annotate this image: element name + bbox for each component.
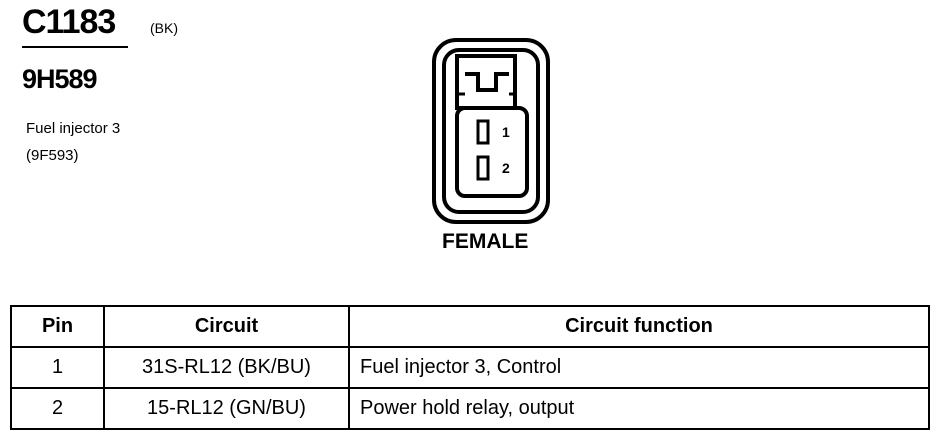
connector-color-code: (BK) (150, 20, 178, 36)
header-circuit: Circuit (103, 305, 350, 348)
cell-pin: 1 (10, 346, 105, 389)
cell-circuit: 15-RL12 (GN/BU) (103, 387, 350, 430)
part-number: 9H589 (22, 64, 98, 94)
table-header-row: Pin Circuit Circuit function (10, 305, 930, 348)
connector-id: C1183 (22, 3, 116, 41)
connector-mating-face (455, 106, 529, 198)
cell-circuit-function: Power hold relay, output (348, 387, 930, 430)
table-row: 1 31S-RL12 (BK/BU) Fuel injector 3, Cont… (10, 346, 930, 389)
title-underline (22, 46, 128, 48)
cell-pin: 2 (10, 387, 105, 430)
cell-circuit: 31S-RL12 (BK/BU) (103, 346, 350, 389)
pinout-table: Pin Circuit Circuit function 1 31S-RL12 … (10, 305, 930, 430)
connector-inner-housing (442, 48, 540, 214)
header-circuit-function: Circuit function (348, 305, 930, 348)
component-part-number: (9F593) (26, 147, 79, 164)
connector-outer-housing (432, 38, 550, 224)
connector-lock-latch (465, 72, 509, 92)
table-row: 2 15-RL12 (GN/BU) Power hold relay, outp… (10, 387, 930, 430)
header-pin: Pin (10, 305, 105, 348)
pin-label-1: 1 (502, 124, 510, 140)
cell-circuit-function: Fuel injector 3, Control (348, 346, 930, 389)
pin-cavity-2 (476, 155, 490, 181)
connector-gender-label: FEMALE (442, 230, 529, 253)
component-description: Fuel injector 3 (26, 120, 121, 137)
connector-lock-tab (455, 54, 517, 110)
pin-cavity-1 (476, 119, 490, 145)
connector-face-diagram: 1 2 (432, 38, 550, 224)
pin-label-2: 2 (502, 160, 510, 176)
